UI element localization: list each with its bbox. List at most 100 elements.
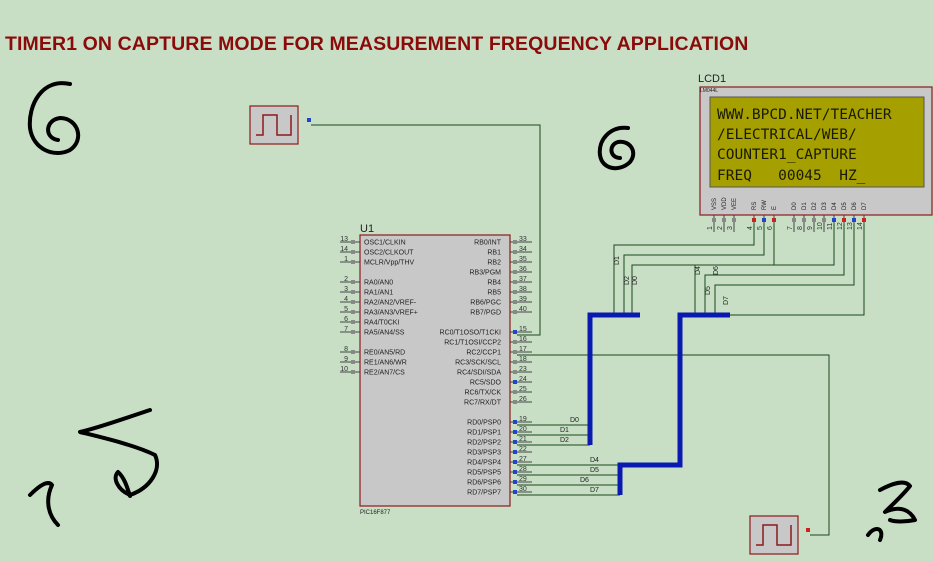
pin-number: 24 <box>519 376 527 383</box>
pin-label: D5 <box>842 202 848 210</box>
pin-number: 6 <box>344 316 348 323</box>
pin-number: 12 <box>837 222 844 230</box>
pin-number: 28 <box>519 466 527 473</box>
pin-label: RD1/PSP1 <box>467 430 501 437</box>
pin-label: E <box>772 206 778 210</box>
pin-label: D0 <box>792 202 798 210</box>
pin-number: 10 <box>817 222 824 230</box>
pin-number: 20 <box>519 426 527 433</box>
lcd-line-4: FREQ 00045 HZ_ <box>717 168 866 184</box>
net-label-rd: D4 <box>590 457 599 464</box>
pin-number: 10 <box>340 366 348 373</box>
pin-number: 4 <box>747 226 754 230</box>
pin-label: RA3/AN3/VREF+ <box>364 310 418 317</box>
pin-number: 23 <box>519 366 527 373</box>
pin-number: 11 <box>827 223 834 230</box>
net-label-rd: D7 <box>590 487 599 494</box>
lcd-line-1: WWW.BPCD.NET/TEACHER <box>717 107 892 123</box>
lcd-pins: 1VSS2VDD3VEE4RS5RW6E7D08D19D210D311D412D… <box>707 197 868 232</box>
pin-label: RD6/PSP6 <box>467 480 501 487</box>
pin-number: 40 <box>519 306 527 313</box>
lcd-pin-10[interactable]: 10 D3 <box>817 202 828 232</box>
square-wave-generator-icon[interactable] <box>749 515 810 555</box>
pin-label: D7 <box>862 202 868 210</box>
pin-label: VSS <box>712 198 718 210</box>
lcd-pin-7[interactable]: 7D0 <box>787 202 798 232</box>
mcu-right-pins: 33RB0/INT34RB135RB236RB3/PGM37RB438RB539… <box>440 236 532 497</box>
pin-number: 29 <box>519 476 527 483</box>
pin-label: RD3/PSP3 <box>467 450 501 457</box>
pin-number: 22 <box>519 446 527 453</box>
net-label-lcd: D2 <box>624 276 631 285</box>
pin-label: RC7/RX/DT <box>464 400 502 407</box>
lcd-pin-8[interactable]: 8D1 <box>797 202 808 232</box>
pin-label: RB6/PGC <box>470 300 501 307</box>
mcu-ref: U1 <box>360 223 374 235</box>
pin-number: 1 <box>344 256 348 263</box>
pin-label: D6 <box>852 202 858 210</box>
lcd-ref: LCD1 <box>698 73 726 85</box>
data-bus <box>587 312 730 495</box>
pin-label: RW <box>762 200 768 210</box>
lcd-part: LM044L <box>700 88 718 94</box>
pin-number: 9 <box>807 226 814 230</box>
lcd-pin-9[interactable]: 9D2 <box>807 202 818 232</box>
pin-label: RC3/SCK/SCL <box>455 360 501 367</box>
pin-number: 14 <box>857 222 864 230</box>
lcd-module[interactable]: WWW.BPCD.NET/TEACHER /ELECTRICAL/WEB/ CO… <box>699 86 933 216</box>
pin-number: 5 <box>757 226 764 230</box>
pin-label: OSC1/CLKIN <box>364 240 406 247</box>
pin-number: 14 <box>340 246 348 253</box>
pin-label: RA4/T0CKI <box>364 320 399 327</box>
lcd-wires <box>613 224 865 316</box>
net-label-lcd: D0 <box>632 276 639 285</box>
pin-label: RD2/PSP2 <box>467 440 501 447</box>
pin-label: RC2/CCP1 <box>466 350 501 357</box>
mcu-body[interactable] <box>359 234 511 507</box>
pin-number: 9 <box>344 356 348 363</box>
pin-label: D3 <box>822 202 828 210</box>
pin-label: VEE <box>732 198 738 210</box>
square-wave-generator-icon[interactable] <box>249 105 311 145</box>
pin-number: 25 <box>519 386 527 393</box>
